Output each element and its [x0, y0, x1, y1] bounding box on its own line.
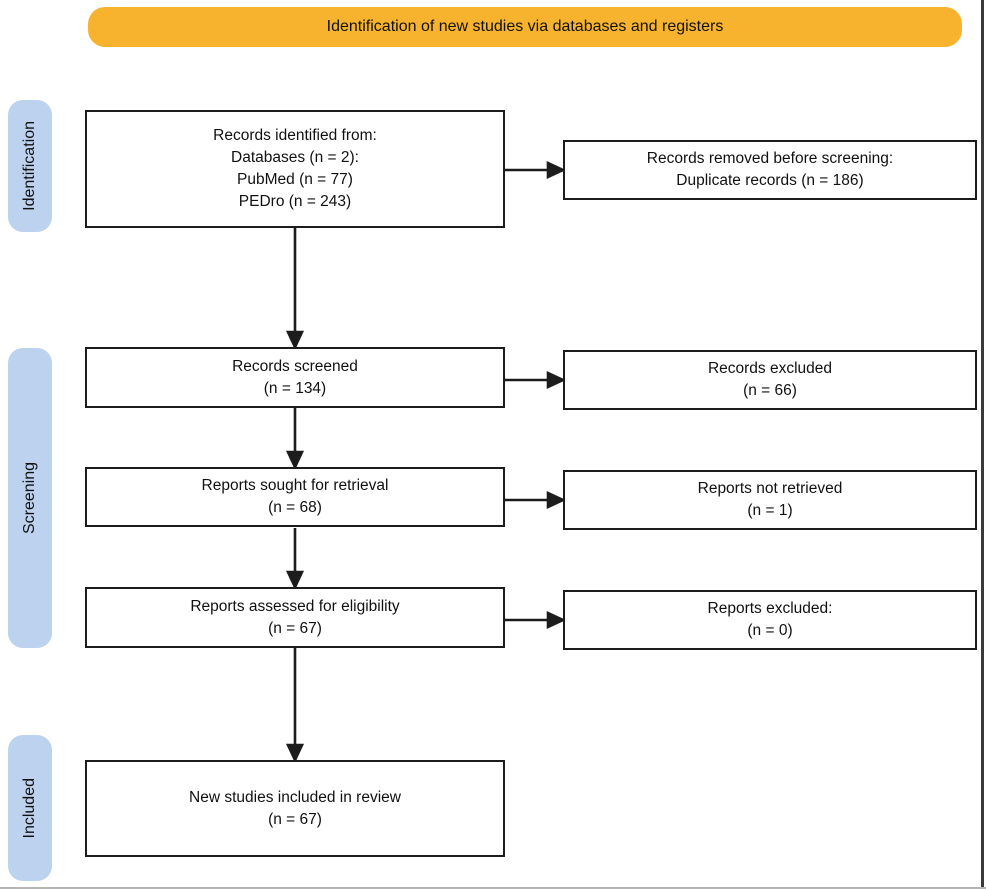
- arrowhead-screened-to-excluded: [546, 370, 567, 390]
- box-records-excluded: Records excluded (n = 66): [563, 350, 977, 410]
- page-right-border: [981, 0, 984, 889]
- stage-label-identification: Identification: [21, 121, 38, 211]
- box-line: (n = 68): [268, 499, 322, 516]
- box-line: (n = 0): [747, 622, 793, 639]
- box-line: PEDro (n = 243): [238, 193, 352, 210]
- stage-label-screening: Screening: [21, 461, 38, 535]
- box-line: Records identified from:: [213, 127, 377, 144]
- box-line: (n = 134): [263, 379, 327, 397]
- stage-pill-included: Included: [8, 735, 52, 881]
- box-line: Records screened: [232, 357, 358, 375]
- arrowhead-assessed-to-reports-excluded: [546, 610, 567, 630]
- box-line: (n = 1): [747, 502, 793, 519]
- stage-pill-identification: Identification: [8, 100, 52, 232]
- box-line: Reports not retrieved: [697, 480, 843, 497]
- box-studies-included: New studies included in review (n = 67): [85, 760, 505, 857]
- box-reports-excluded: Reports excluded: (n = 0): [563, 590, 977, 650]
- box-line: (n = 66): [743, 382, 797, 399]
- diagram-title: Identification of new studies via databa…: [326, 18, 724, 35]
- arrowhead-identified-to-screened: [285, 330, 305, 351]
- stage-pill-screening: Screening: [8, 348, 52, 648]
- box-reports-sought: Reports sought for retrieval (n = 68): [85, 467, 505, 527]
- box-line: Duplicate records (n = 186): [676, 172, 864, 189]
- box-line: PubMed (n = 77): [237, 171, 353, 188]
- diagram-title-banner: Identification of new studies via databa…: [88, 7, 962, 47]
- arrowhead-sought-to-not-retrieved: [546, 490, 567, 510]
- arrowhead-sought-to-assessed: [285, 570, 305, 591]
- box-line: (n = 67): [268, 619, 322, 637]
- box-line: (n = 67): [268, 810, 322, 828]
- box-line: Reports assessed for eligibility: [190, 597, 400, 615]
- stage-label-included: Included: [21, 777, 38, 839]
- box-reports-assessed: Reports assessed for eligibility (n = 67…: [85, 587, 505, 648]
- arrowhead-identified-to-removed: [546, 160, 567, 180]
- arrowhead-assessed-to-included: [285, 743, 305, 764]
- box-line: Records excluded: [707, 360, 833, 377]
- box-reports-not-retrieved: Reports not retrieved (n = 1): [563, 470, 977, 530]
- box-line: Reports excluded:: [707, 600, 833, 617]
- box-records-screened: Records screened (n = 134): [85, 347, 505, 408]
- box-line: Databases (n = 2):: [231, 149, 359, 166]
- box-records-identified: Records identified from: Databases (n = …: [85, 110, 505, 228]
- page-bottom-border: [0, 887, 986, 889]
- arrowhead-screened-to-sought: [285, 450, 305, 471]
- box-line: New studies included in review: [189, 788, 401, 806]
- box-line: Reports sought for retrieval: [201, 477, 389, 494]
- box-records-removed: Records removed before screening: Duplic…: [563, 140, 977, 200]
- box-line: Records removed before screening:: [646, 150, 894, 167]
